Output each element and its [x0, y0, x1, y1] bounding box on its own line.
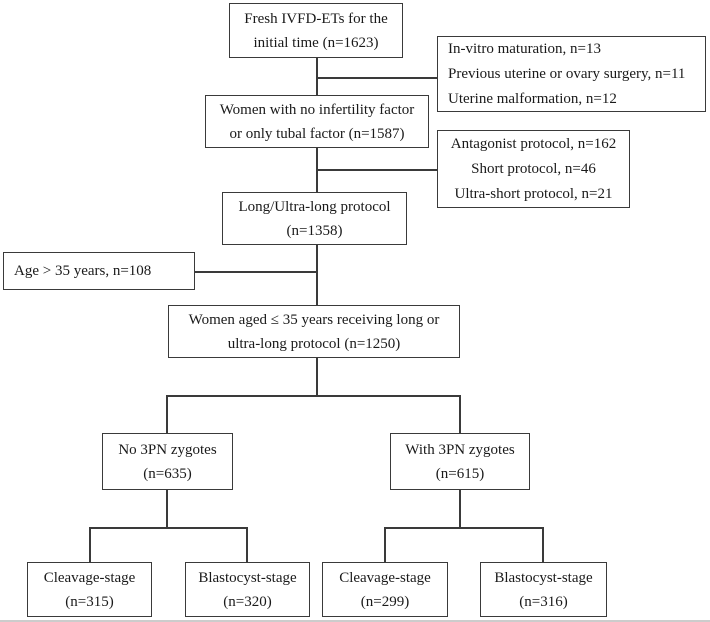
node-text: Cleavage-stage [339, 569, 431, 586]
connector-to-age-exclusion [195, 271, 318, 273]
node-cleavage-with-3pn: Cleavage-stage (n=299) [322, 562, 448, 617]
node-exclusion-initial: In-vitro maturation, n=13 Previous uteri… [437, 36, 706, 112]
node-text: Women aged ≤ 35 years receiving long or [188, 311, 440, 328]
node-text: Blastocyst-stage [198, 569, 297, 586]
branch-with-3pn-horizontal [384, 527, 544, 529]
node-cleavage-no-3pn: Cleavage-stage (n=315) [27, 562, 152, 617]
branch-no-3pn-horizontal [89, 527, 248, 529]
branch-to-with-3pn [459, 395, 461, 435]
connector-to-exclusion-protocol [316, 169, 437, 171]
node-no-3pn-zygotes: No 3PN zygotes (n=635) [102, 433, 233, 490]
branch-to-no-3pn [166, 395, 168, 435]
node-text: (n=320) [223, 593, 272, 610]
connector-to-exclusion-initial [316, 77, 437, 79]
node-fresh-ivfd: Fresh IVFD-ETs for the initial time (n=1… [229, 3, 403, 58]
node-text: Women with no infertility factor [219, 101, 415, 118]
node-text: Uterine malformation, n=12 [448, 90, 617, 107]
node-text: (n=1358) [286, 222, 343, 239]
node-long-ultra-long-protocol: Long/Ultra-long protocol (n=1358) [222, 192, 407, 245]
connector-box4-down [316, 357, 318, 397]
node-text: (n=315) [65, 593, 114, 610]
node-text: Antagonist protocol, n=162 [450, 135, 617, 152]
node-text: Cleavage-stage [43, 569, 136, 586]
node-text: Blastocyst-stage [494, 569, 593, 586]
node-blastocyst-with-3pn: Blastocyst-stage (n=316) [480, 562, 607, 617]
node-text: (n=316) [519, 593, 568, 610]
branch-to-cleavage-no-3pn [89, 527, 91, 563]
node-with-3pn-zygotes: With 3PN zygotes (n=615) [390, 433, 530, 490]
node-text: (n=615) [435, 465, 485, 482]
node-text: No 3PN zygotes [118, 441, 217, 458]
node-text: Age > 35 years, n=108 [14, 263, 152, 279]
node-text: With 3PN zygotes [405, 441, 515, 458]
connector-no-3pn-down [166, 489, 168, 529]
node-text: Previous uterine or ovary surgery, n=11 [448, 65, 686, 82]
connector-with-3pn-down [459, 489, 461, 529]
branch-to-blastocyst-with-3pn [542, 527, 544, 563]
branch-to-blastocyst-no-3pn [246, 527, 248, 563]
node-text: Long/Ultra-long protocol [238, 198, 391, 215]
node-no-infertility-factor: Women with no infertility factor or only… [205, 95, 429, 148]
node-text: Short protocol, n=46 [471, 160, 596, 177]
node-text: initial time (n=1623) [253, 34, 379, 51]
node-aged-under-35: Women aged ≤ 35 years receiving long or … [168, 305, 460, 358]
node-exclusion-protocol: Antagonist protocol, n=162 Short protoco… [437, 130, 630, 208]
connector-box3-to-box4 [316, 244, 318, 307]
node-text: ultra-long protocol (n=1250) [227, 335, 401, 352]
node-text: (n=635) [143, 465, 192, 482]
branch-to-cleavage-with-3pn [384, 527, 386, 563]
branch-3pn-horizontal [166, 395, 461, 397]
node-text: (n=299) [360, 593, 410, 610]
node-text: Fresh IVFD-ETs for the [244, 10, 388, 27]
node-age-exclusion: Age > 35 years, n=108 [3, 252, 195, 290]
node-blastocyst-no-3pn: Blastocyst-stage (n=320) [185, 562, 310, 617]
node-text: In-vitro maturation, n=13 [448, 40, 602, 57]
node-text: Ultra-short protocol, n=21 [454, 185, 613, 202]
node-text: or only tubal factor (n=1587) [229, 125, 405, 142]
